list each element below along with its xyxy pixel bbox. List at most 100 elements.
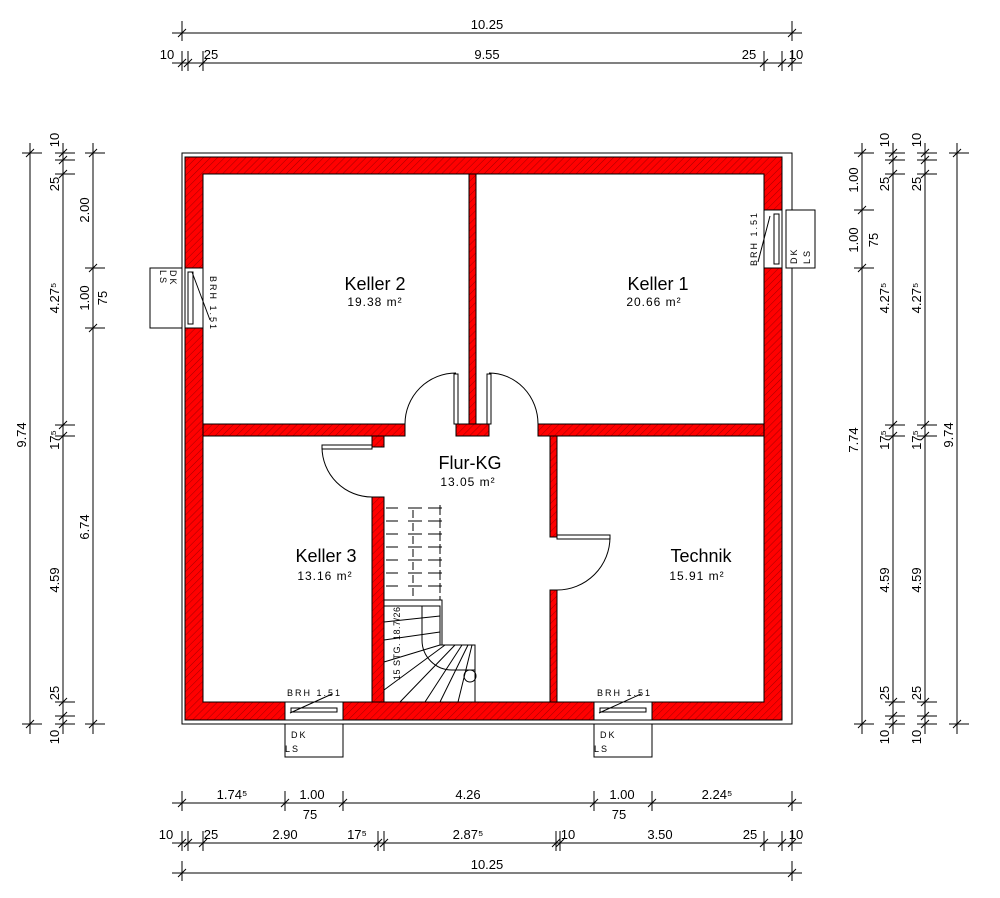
dimension-label: 25: [47, 686, 62, 700]
wall-stub: [371, 435, 385, 448]
wall-keller1-technik: [537, 423, 765, 437]
stair-start-icon: [463, 669, 477, 683]
window-label-dk: DK: [789, 247, 799, 264]
dimension-tick: [787, 798, 797, 808]
window-right: BRH 1.51 DK LS: [749, 209, 816, 269]
door-technik[interactable]: [556, 534, 611, 591]
dimension-label: 25: [743, 827, 757, 842]
dimension-label: 2.24⁵: [702, 787, 733, 802]
dimension-label: 25: [47, 177, 62, 191]
window-sill-label: BRH 1.51: [749, 211, 759, 266]
dimension-tick: [58, 169, 68, 179]
dimension-label: 17⁵: [877, 430, 892, 450]
dimension-tick: [379, 838, 389, 848]
dimension-label: 1.74⁵: [217, 787, 248, 802]
building-outline: [181, 152, 793, 725]
dimension-tick: [177, 798, 187, 808]
dimension-label: 3.50: [647, 827, 672, 842]
dimension-tick: [177, 58, 187, 68]
window-sill-label: BRH 1.51: [597, 688, 652, 698]
dimension-tick: [589, 798, 599, 808]
dimension-label: 10: [160, 47, 174, 62]
dimension-label: 75: [866, 233, 881, 247]
dimension-tick: [888, 420, 898, 430]
dimension-label: 75: [95, 291, 110, 305]
door-keller2[interactable]: [404, 372, 459, 425]
dimension-tick: [759, 58, 769, 68]
dimension-label: 10: [561, 827, 575, 842]
room-keller-1: Keller 1 20.66 m²: [626, 274, 688, 309]
dimension-tick: [198, 58, 208, 68]
dimension-tick: [888, 169, 898, 179]
dimension-label: 4.27⁵: [47, 283, 62, 314]
stair-label: 15 STG. 18.7/26: [392, 606, 402, 680]
dim-left-overall: 9.74: [14, 143, 42, 734]
dimension-tick: [777, 58, 787, 68]
dimension-tick: [888, 431, 898, 441]
dimension-label: 17⁵: [347, 827, 367, 842]
wall-keller2-keller1: [468, 173, 477, 426]
window-label-dk: DK: [291, 730, 308, 740]
dimension-tick: [183, 838, 193, 848]
exterior-wall: [184, 156, 783, 721]
window-bottom-right: BRH 1.51 DK LS: [593, 688, 653, 758]
dimension-tick: [787, 58, 797, 68]
dimension-tick: [183, 58, 193, 68]
dim-top-overall: 10.25: [172, 17, 802, 41]
dimension-tick: [58, 148, 68, 158]
room-name: Keller 3: [295, 546, 356, 566]
dimension-label: 1.00: [846, 167, 861, 192]
dimension-tick: [647, 798, 657, 808]
dimension-label: 4.26: [455, 787, 480, 802]
dimension-label: 10: [877, 730, 892, 744]
dimension-tick: [857, 719, 867, 729]
dimension-tick: [777, 838, 787, 848]
dimension-label: 75: [612, 807, 626, 822]
dimension-label: 17⁵: [909, 430, 924, 450]
room-name: Keller 1: [627, 274, 688, 294]
dimension-label: 1.00: [299, 787, 324, 802]
window-left: LS DK BRH 1.51: [149, 267, 218, 331]
dimension-label: 1.00: [77, 285, 92, 310]
dimension-label: 4.59: [877, 567, 892, 592]
dimension-label: 6.74: [77, 514, 92, 539]
dimension-tick: [787, 28, 797, 38]
dimension-label: 2.90: [272, 827, 297, 842]
dimension-label: 4.27⁵: [909, 283, 924, 314]
dimension-tick: [88, 323, 98, 333]
dimension-tick: [857, 263, 867, 273]
dimension-label: 10.25: [471, 857, 504, 872]
dimension-label: 10: [47, 133, 62, 147]
dim-bottom-overall: 10.25: [172, 857, 802, 881]
dimension-tick: [58, 431, 68, 441]
door-keller3[interactable]: [321, 444, 373, 498]
window-label-ls: LS: [158, 270, 168, 285]
room-name: Keller 2: [344, 274, 405, 294]
room-flur-kg: Flur-KG 13.05 m²: [439, 453, 502, 489]
dimension-label: 10.25: [471, 17, 504, 32]
window-sill-label: BRH 1.51: [208, 276, 218, 331]
dimension-tick: [198, 838, 208, 848]
door-keller1[interactable]: [486, 372, 539, 425]
dimension-label: 25: [204, 827, 218, 842]
dimension-label: 10: [789, 47, 803, 62]
dimension-label: 2.00: [77, 197, 92, 222]
dimension-label: 4.59: [47, 567, 62, 592]
dimension-label: 4.59: [909, 567, 924, 592]
dimension-tick: [888, 148, 898, 158]
dimension-label: 4.27⁵: [877, 283, 892, 314]
dimension-tick: [58, 697, 68, 707]
room-name: Flur-KG: [439, 453, 502, 473]
dimension-tick: [888, 155, 898, 165]
dimension-label: 17⁵: [47, 430, 62, 450]
room-keller-3: Keller 3 13.16 m²: [295, 546, 356, 583]
dimension-label: 25: [877, 686, 892, 700]
window-label-ls: LS: [285, 744, 300, 754]
